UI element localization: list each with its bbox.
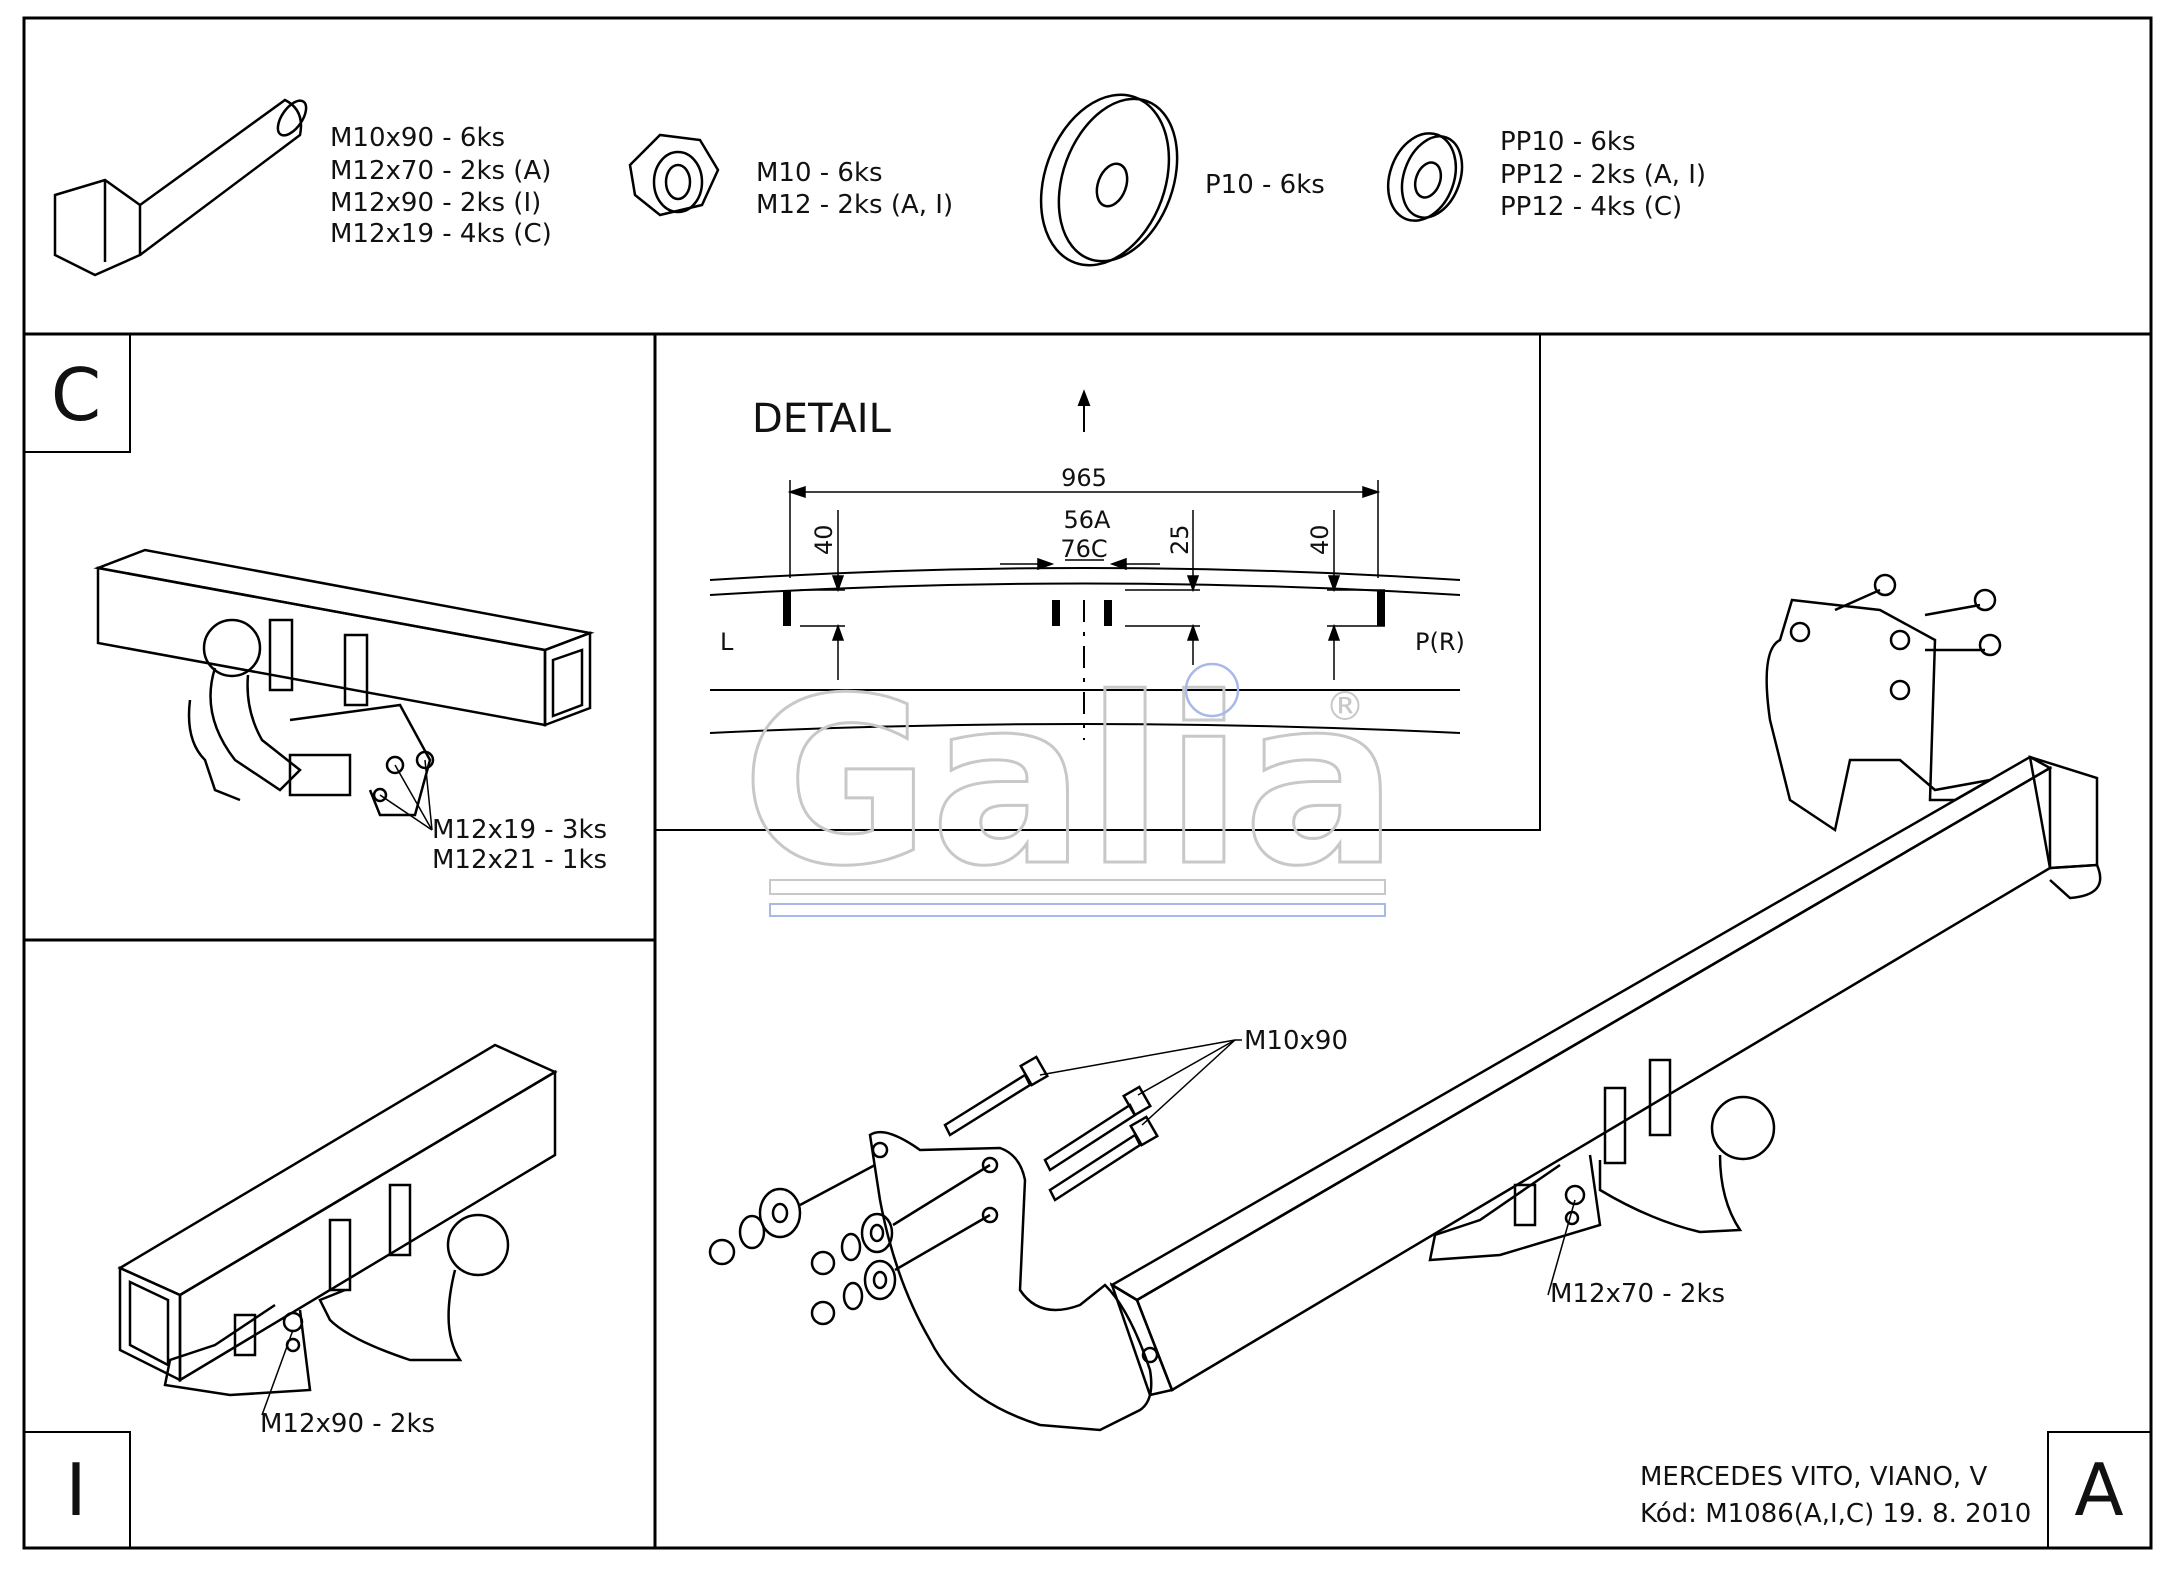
bolt-label-3: M12x90 - 2ks (I): [330, 188, 541, 218]
bolt-label-1: M10x90 - 6ks: [330, 123, 505, 153]
panel-c-towball: [187, 618, 435, 817]
nut-label-1: M10 - 6ks: [756, 158, 883, 188]
detail-title: DETAIL: [752, 396, 892, 442]
panel-c-letter: C: [51, 353, 101, 437]
panel-c-leaders: [379, 759, 433, 831]
corner-boxes: [23, 333, 2152, 1549]
bolt-label-4: M12x19 - 4ks (C): [330, 219, 552, 249]
nut-label-2: M12 - 2ks (A, I): [756, 190, 953, 220]
hex-nut-icon: [628, 133, 720, 217]
panel-c-callout-1: M12x19 - 3ks: [432, 815, 607, 845]
spring-washer-label-2: PP12 - 2ks (A, I): [1500, 160, 1706, 190]
detail-dim-right: 40: [1306, 524, 1334, 555]
title-line-1: MERCEDES VITO, VIANO, V: [1640, 1462, 1987, 1492]
panel-a-leaders: [1039, 1039, 1576, 1296]
detail-dim-mid: 25: [1166, 524, 1194, 555]
panel-a-crossbar: [1109, 755, 2102, 1397]
detail-direction-arrow: [1077, 389, 1091, 432]
sheet-frame: [22, 16, 2153, 1550]
panel-c-callout-2: M12x21 - 1ks: [432, 845, 607, 875]
panel-c-crossbar: [93, 548, 595, 727]
detail-blocks: [783, 590, 1385, 626]
galia-logo: Galia ®: [740, 649, 1400, 919]
panel-a-right-bracket: [1765, 573, 2002, 833]
detail-side-left: L: [720, 628, 734, 656]
spring-washer-icon: [1386, 132, 1464, 222]
title-line-2: Kód: M1086(A,I,C) 19. 8. 2010: [1640, 1499, 2031, 1529]
detail-dim-56a: 56A: [1064, 506, 1112, 534]
detail-box: [655, 334, 1541, 831]
panel-i-crossbar: [117, 1043, 558, 1383]
panel-i-letter: I: [65, 1448, 86, 1532]
detail-dim-left: 40: [810, 524, 838, 555]
galia-logo-dot: [1184, 662, 1240, 718]
galia-logo-registered: ®: [1325, 684, 1365, 730]
detail-dimensions: [787, 480, 1385, 680]
panel-a-nuts-washers: [708, 1163, 991, 1326]
galia-logo-bar-bottom: [769, 903, 1386, 917]
galia-logo-bar-top: [769, 879, 1386, 895]
washer-label: P10 - 6ks: [1205, 170, 1325, 200]
spring-washer-label-1: PP10 - 6ks: [1500, 127, 1636, 157]
bolt-label-2: M12x70 - 2ks (A): [330, 156, 551, 186]
panel-a-left-bracket: [868, 1130, 1159, 1432]
detail-dim-total: 965: [1061, 464, 1107, 492]
flat-washer-icon: [1039, 93, 1179, 267]
bolt-icon: [53, 98, 308, 277]
galia-logo-text: Galia: [742, 650, 1399, 917]
spring-washer-label-3: PP12 - 4ks (C): [1500, 192, 1682, 222]
panel-a-bolts: [943, 1055, 1160, 1202]
panel-a-towball: [1428, 1058, 1776, 1262]
detail-dim-76c: 76C: [1060, 535, 1107, 563]
panel-i-leader: [261, 1329, 294, 1416]
panel-a-letter: A: [2074, 1448, 2123, 1532]
panel-a-callout-bolts: M10x90: [1244, 1026, 1348, 1056]
detail-side-right: P(R): [1415, 628, 1465, 656]
panel-a-callout-ball: M12x70 - 2ks: [1550, 1279, 1725, 1309]
panel-i-towball: [163, 1183, 510, 1397]
panel-i-callout: M12x90 - 2ks: [260, 1409, 435, 1439]
